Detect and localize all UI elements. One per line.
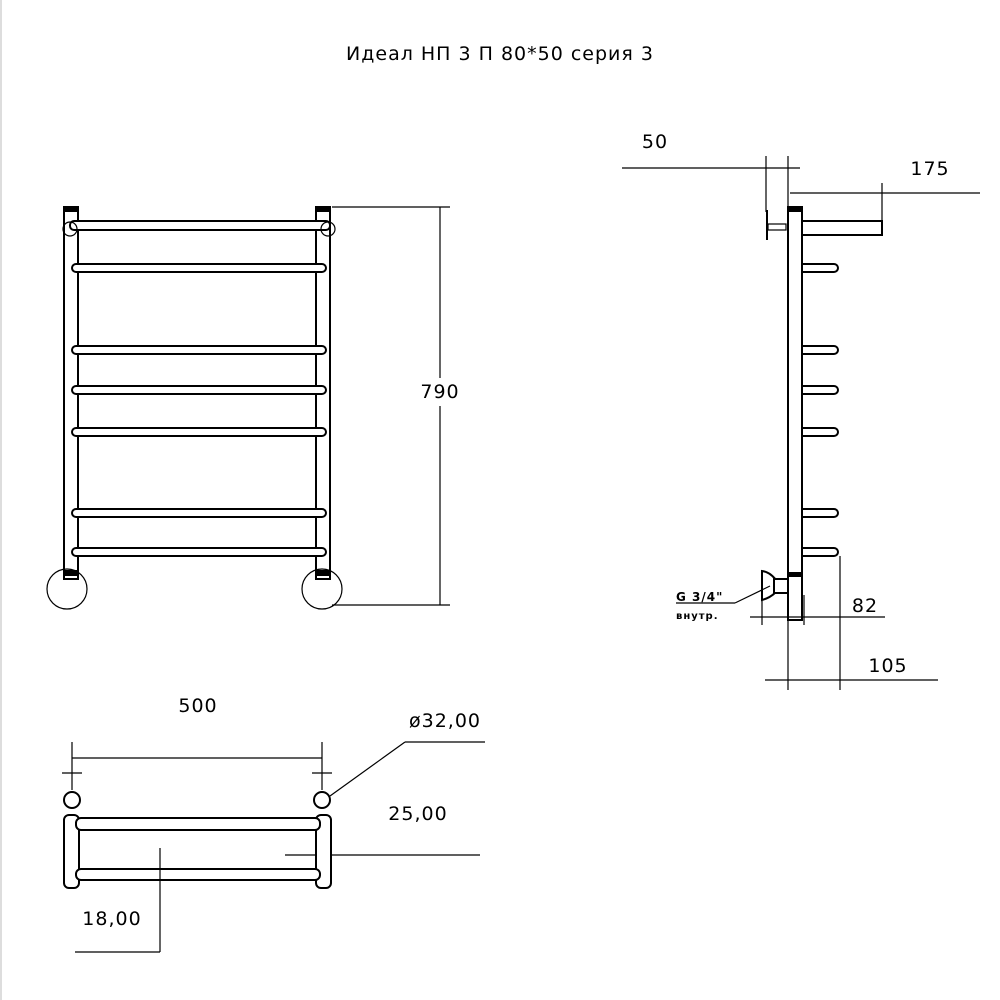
width-label: 500 [178,695,217,717]
thread-label: G 3/4" [676,590,723,604]
thread-callout: G 3/4" внутр. [676,585,771,622]
right-connection [301,568,343,610]
drawing-title: Идеал НП 3 П 80*50 серия 3 [346,43,654,65]
rung [71,345,327,355]
dim-50: 50 [622,131,800,212]
rung [71,508,327,518]
dim-105: 105 [765,556,938,690]
dim-25: 25,00 [285,803,480,856]
rung-diameter-label: 18,00 [82,908,141,930]
side-view: 50 175 G 3/4" внутр. 82 105 [622,131,980,690]
front-view: 790 [46,206,468,610]
top-bar-plan [75,817,321,831]
connection-offset-label: 82 [852,595,878,617]
vertical-pipe [787,206,803,621]
wall-offset-label: 50 [642,131,668,153]
rung [71,547,327,557]
height-dimension: 790 [332,206,468,606]
dim-82: 82 [750,580,885,625]
rung-offset-label: 25,00 [388,803,447,825]
dim-18: 18,00 [75,848,161,953]
diameter-label: ø32,00 [409,710,481,732]
height-label: 790 [420,381,459,403]
right-pipe-section [313,791,331,809]
diameter-callout: ø32,00 [329,710,485,797]
rung [71,427,327,437]
rung [71,263,327,273]
bottom-depth-label: 105 [868,655,907,677]
rung [71,385,327,395]
thread-note: внутр. [676,611,719,622]
valve [761,569,789,602]
dim-175: 175 [790,158,980,235]
top-bar [801,220,883,236]
top-view: 500 ø32,00 25,00 18,00 [62,695,485,953]
left-pipe-section [63,791,81,809]
rung-plan [75,868,321,881]
left-connection [46,568,88,610]
top-rung [69,220,331,231]
rungs [71,263,327,557]
side-rungs [801,263,839,557]
depth-label: 175 [910,158,949,180]
